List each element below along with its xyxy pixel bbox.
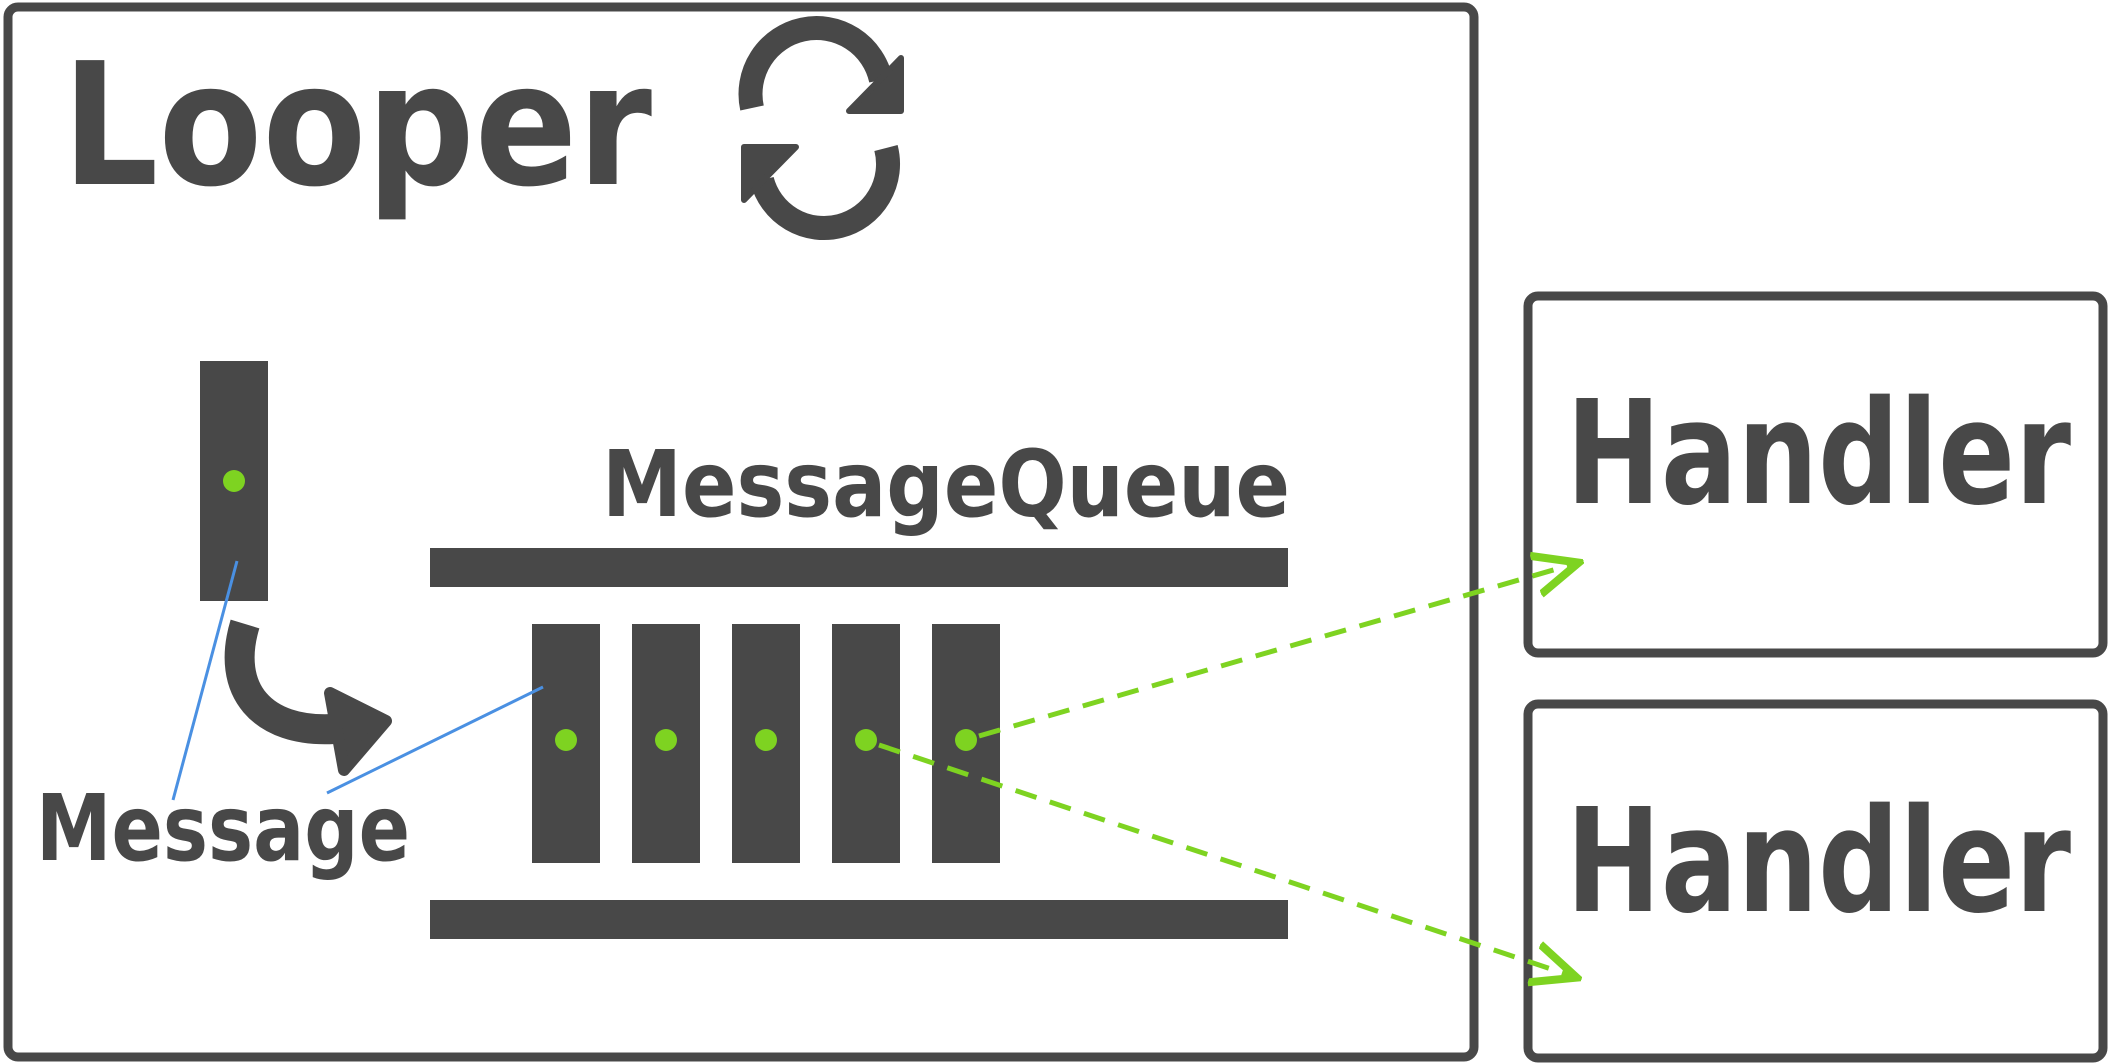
dispatch-arrow [978, 564, 1574, 739]
message-dot [755, 729, 777, 751]
message-dot [223, 470, 245, 492]
queue-slot [532, 624, 600, 863]
looper-title: Looper [62, 27, 652, 225]
message-queue-title: MessageQueue [602, 431, 1290, 538]
message-leader-line [326, 685, 544, 795]
queue-slot [632, 624, 700, 863]
refresh-icon [738, 16, 904, 241]
queue-bottom-rail [430, 900, 1288, 939]
message-leader-line [171, 560, 239, 801]
queue-slots [532, 624, 1000, 863]
message-dot [855, 729, 877, 751]
looper-box [3, 2, 1479, 1062]
queue-slot [732, 624, 800, 863]
queue-top-rail [430, 548, 1288, 587]
message-dot [555, 729, 577, 751]
handler-label: Handler [1566, 369, 2071, 537]
queue-slot [832, 624, 900, 863]
handler-label: Handler [1566, 777, 2071, 945]
message-label: Message [36, 775, 410, 882]
message-dot [655, 729, 677, 751]
message-dot [955, 729, 977, 751]
handler-box: Handler [1523, 291, 2108, 658]
queue-slot [932, 624, 1000, 863]
dispatch-arrow [878, 742, 1572, 976]
handler-box: Handler [1523, 699, 2108, 1063]
incoming-message [200, 361, 268, 601]
curved-arrow-icon [224, 619, 392, 776]
